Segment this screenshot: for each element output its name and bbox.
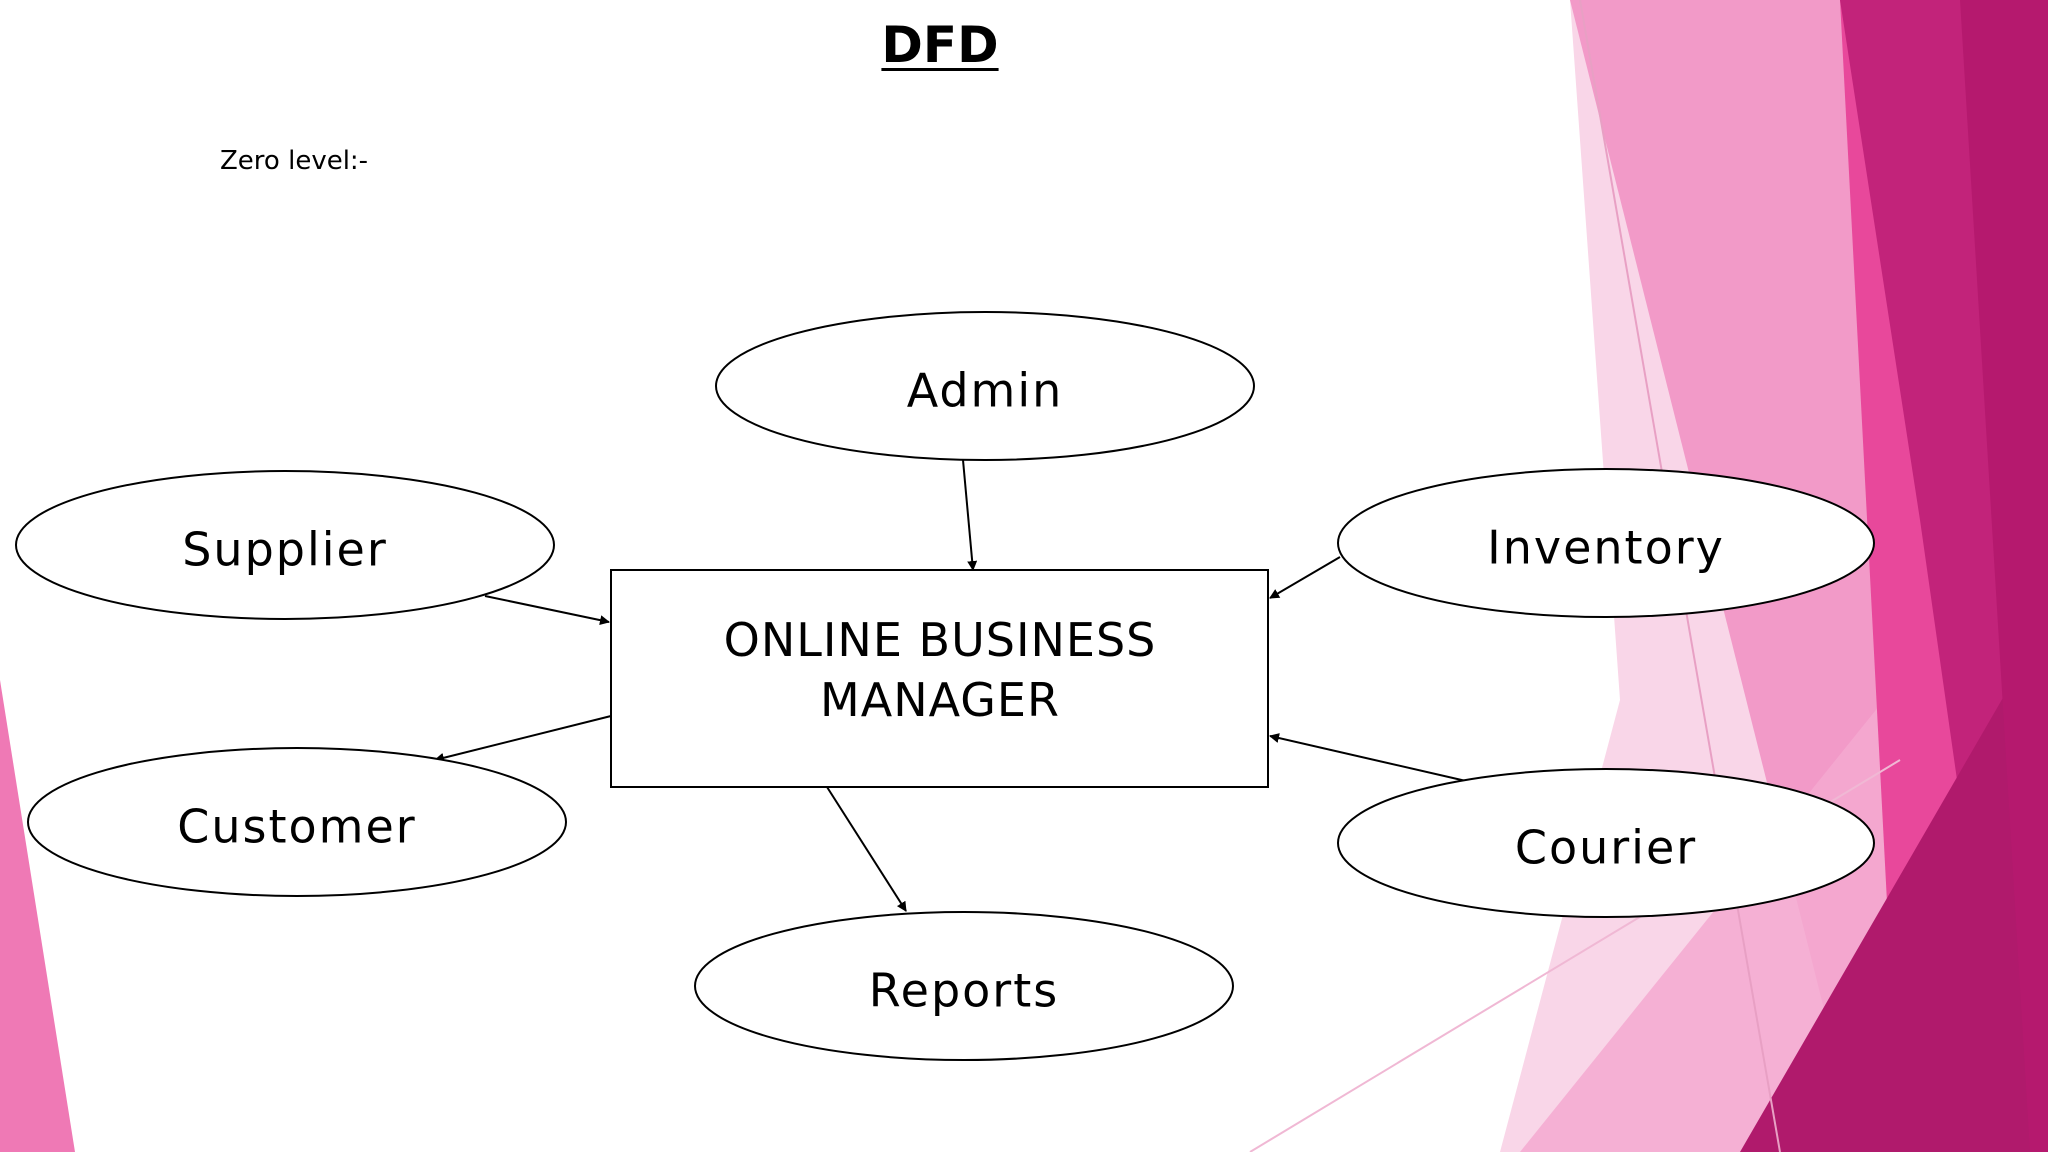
entity-supplier-ellipse [15,470,555,620]
entity-supplier-label: Supplier [182,523,388,577]
bg-shape-dark-lower [1740,620,2048,1152]
entity-inventory-ellipse [1337,468,1875,618]
process-box [610,569,1269,788]
entity-admin-ellipse [715,311,1255,461]
entity-customer: Customer [27,747,567,897]
flow-inventory-to-process [1269,556,1341,599]
entity-courier-label: Courier [1515,821,1697,875]
process-label-line2: MANAGER [820,673,1060,727]
bg-shape-deep [1960,0,2048,1152]
entity-customer-ellipse [27,747,567,897]
entity-inventory-label: Inventory [1487,521,1725,575]
entity-reports-label: Reports [869,964,1059,1018]
page-title: DFD [881,16,999,74]
entity-admin: Admin [715,311,1255,461]
flow-process-to-customer [434,715,612,763]
entity-courier-ellipse [1337,768,1875,918]
level-label: Zero level:- [220,146,369,176]
flow-supplier-to-process [484,595,610,626]
process-online-business-manager: ONLINE BUSINESS MANAGER [610,569,1269,788]
entity-courier: Courier [1337,768,1875,918]
process-label-line1: ONLINE BUSINESS [724,613,1157,667]
flow-process-to-reports [826,786,907,912]
entity-reports: Reports [694,911,1234,1061]
entity-customer-label: Customer [177,800,416,854]
bg-shape-left [0,680,75,1152]
entity-inventory: Inventory [1337,468,1875,618]
entity-reports-ellipse [694,911,1234,1061]
entity-admin-label: Admin [907,364,1064,418]
flow-courier-to-process [1269,733,1467,782]
entity-supplier: Supplier [15,470,555,620]
flow-admin-to-process [962,459,978,571]
